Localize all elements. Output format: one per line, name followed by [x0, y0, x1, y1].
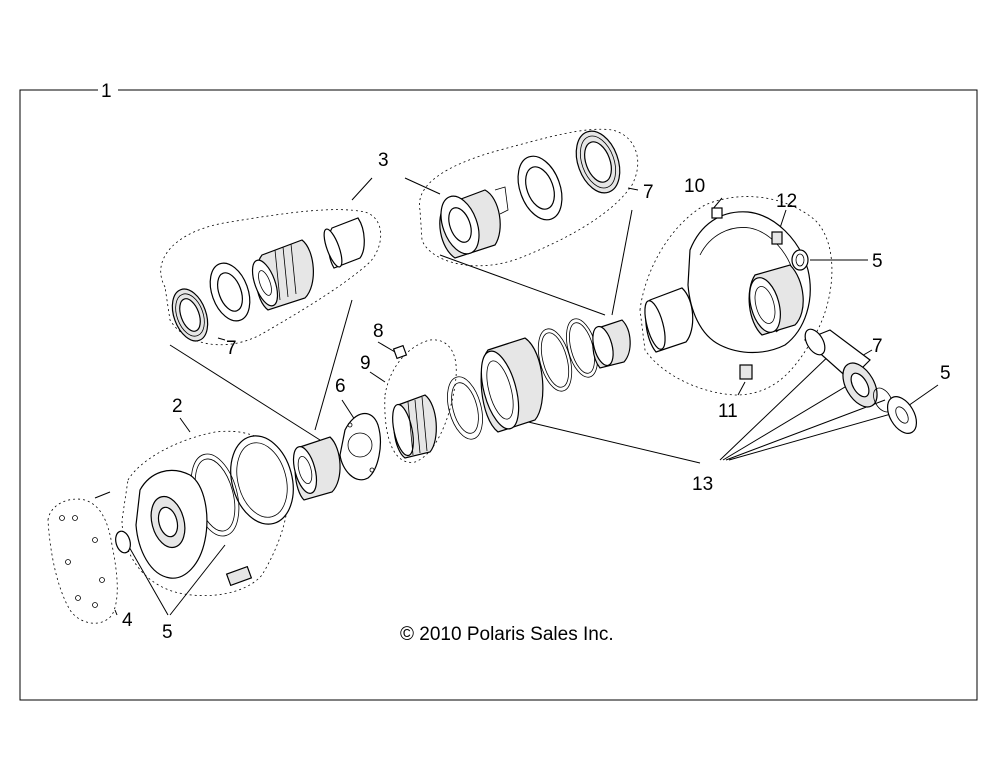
bearing-right-lower [842, 362, 878, 408]
callout-2[interactable]: 2 [172, 396, 183, 417]
callout-6[interactable]: 6 [335, 376, 346, 397]
callout-7-upper-left[interactable]: 7 [226, 338, 237, 359]
callout-13[interactable]: 13 [692, 474, 713, 495]
connector-front [225, 565, 253, 587]
roller-cage [392, 344, 437, 459]
group-outline-front-cover [121, 430, 289, 597]
callout-5-front[interactable]: 5 [162, 622, 173, 643]
plug-11 [739, 364, 753, 380]
group-outline-upper-left [160, 209, 382, 346]
race-ring-upper-middle [517, 155, 563, 221]
callout-3[interactable]: 3 [378, 150, 389, 171]
group-outline-housing-right [639, 196, 833, 396]
gear-shaft-upper-left [251, 239, 314, 311]
gasket-plate [339, 413, 381, 481]
gearcase-housing [687, 207, 811, 354]
callout-5-right[interactable]: 5 [940, 363, 951, 384]
seal-right-lower [886, 396, 918, 434]
seal-front [115, 530, 131, 554]
sleeve-middle-right [644, 287, 694, 353]
seal-right-upper [791, 249, 809, 271]
callout-12[interactable]: 12 [776, 191, 797, 212]
race-ring-upper-left [209, 262, 251, 322]
gear-upper-middle [439, 186, 509, 259]
bearing-front [292, 436, 341, 501]
leader-lines [94, 177, 939, 616]
callout-10[interactable]: 10 [684, 176, 705, 197]
copyright-notice: © 2010 Polaris Sales Inc. [400, 624, 614, 645]
snap-ring-middle [447, 376, 483, 440]
group-outline-cover-plate [47, 498, 118, 624]
assembly-frame [19, 89, 978, 701]
ring-gear-front [230, 435, 294, 525]
callout-8[interactable]: 8 [373, 321, 384, 342]
callout-7-upper-middle[interactable]: 7 [643, 182, 654, 203]
bolts-cover-plate [59, 515, 105, 608]
bearing-ring-upper-middle [575, 130, 621, 194]
callout-4[interactable]: 4 [122, 610, 133, 631]
sleeve-upper-left [323, 217, 365, 269]
plug-12 [771, 231, 783, 245]
callout-5-housing[interactable]: 5 [872, 251, 883, 272]
callout-11[interactable]: 11 [718, 401, 738, 422]
callout-9[interactable]: 9 [360, 353, 371, 374]
clutch-drum [480, 337, 544, 433]
front-cover [135, 469, 208, 579]
bearing-middle-right [592, 319, 631, 369]
bearing-ring-upper-left [171, 288, 209, 342]
group-outline-upper-middle [419, 128, 639, 267]
callout-1[interactable]: 1 [101, 81, 112, 102]
callout-7-right[interactable]: 7 [872, 336, 883, 357]
